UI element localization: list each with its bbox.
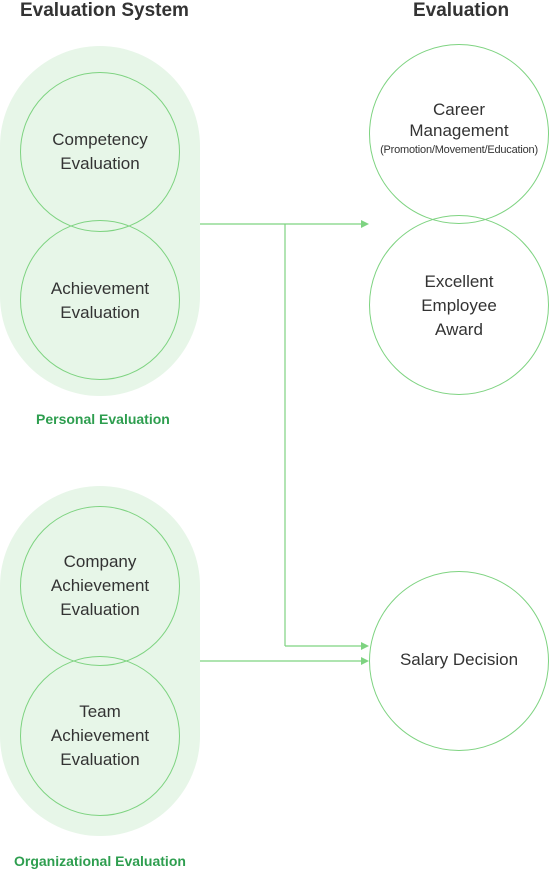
arrowhead-career <box>361 220 369 228</box>
company-achievement-evaluation-label: Company Achievement Evaluation <box>50 552 150 619</box>
achievement-evaluation-node <box>20 220 180 380</box>
salary-decision-node <box>369 571 549 751</box>
arrowhead-salary-lower <box>361 657 369 665</box>
team-achievement-evaluation-node <box>20 656 180 816</box>
evaluation-system-heading: Evaluation System <box>20 0 189 21</box>
excellent-employee-award-node <box>369 215 549 395</box>
achievement-evaluation-label: Achievement Evaluation <box>50 279 150 322</box>
team-achievement-evaluation-label: Team Achievement Evaluation <box>50 702 150 769</box>
organizational-evaluation-caption: Organizational Evaluation <box>14 853 186 869</box>
competency-evaluation-label: Competency Evaluation <box>52 130 148 173</box>
arrowhead-salary-upper <box>361 642 369 650</box>
evaluation-heading: Evaluation <box>413 0 510 21</box>
personal-evaluation-caption: Personal Evaluation <box>36 411 170 427</box>
career-management-note: (Promotion/Movement/Education) <box>380 144 538 156</box>
excellent-employee-award-label: Excellent Employee Award <box>421 272 497 339</box>
career-management-label: Career Management (Promotion/Movement/Ed… <box>369 99 549 159</box>
salary-decision-label: Salary Decision <box>399 650 519 669</box>
